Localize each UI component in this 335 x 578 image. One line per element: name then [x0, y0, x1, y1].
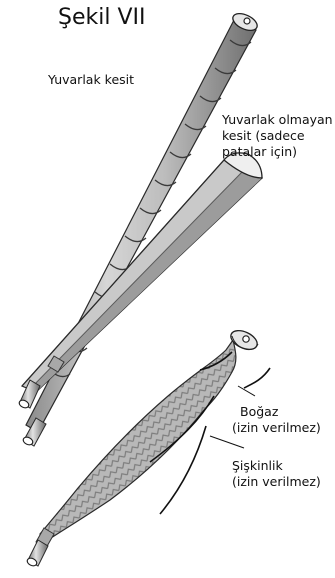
non-round-label-line2: kesit (sadece	[222, 128, 305, 144]
non-round-label-line1: Yuvarlak olmayan	[222, 112, 333, 128]
bulge-label-line1: Şişkinlik	[232, 458, 283, 474]
bulge-leader	[210, 436, 244, 448]
figure-title: Şekil VII	[58, 4, 145, 32]
waist-label-line2: (izin verilmez)	[232, 420, 321, 436]
non-round-label-line3: patalar için)	[222, 144, 297, 160]
waist-label-line1: Boğaz	[240, 404, 278, 420]
waist-arc-right	[244, 368, 270, 388]
round-section-label: Yuvarlak kesit	[48, 72, 134, 88]
bulge-label-line2: (izin verilmez)	[232, 474, 321, 490]
